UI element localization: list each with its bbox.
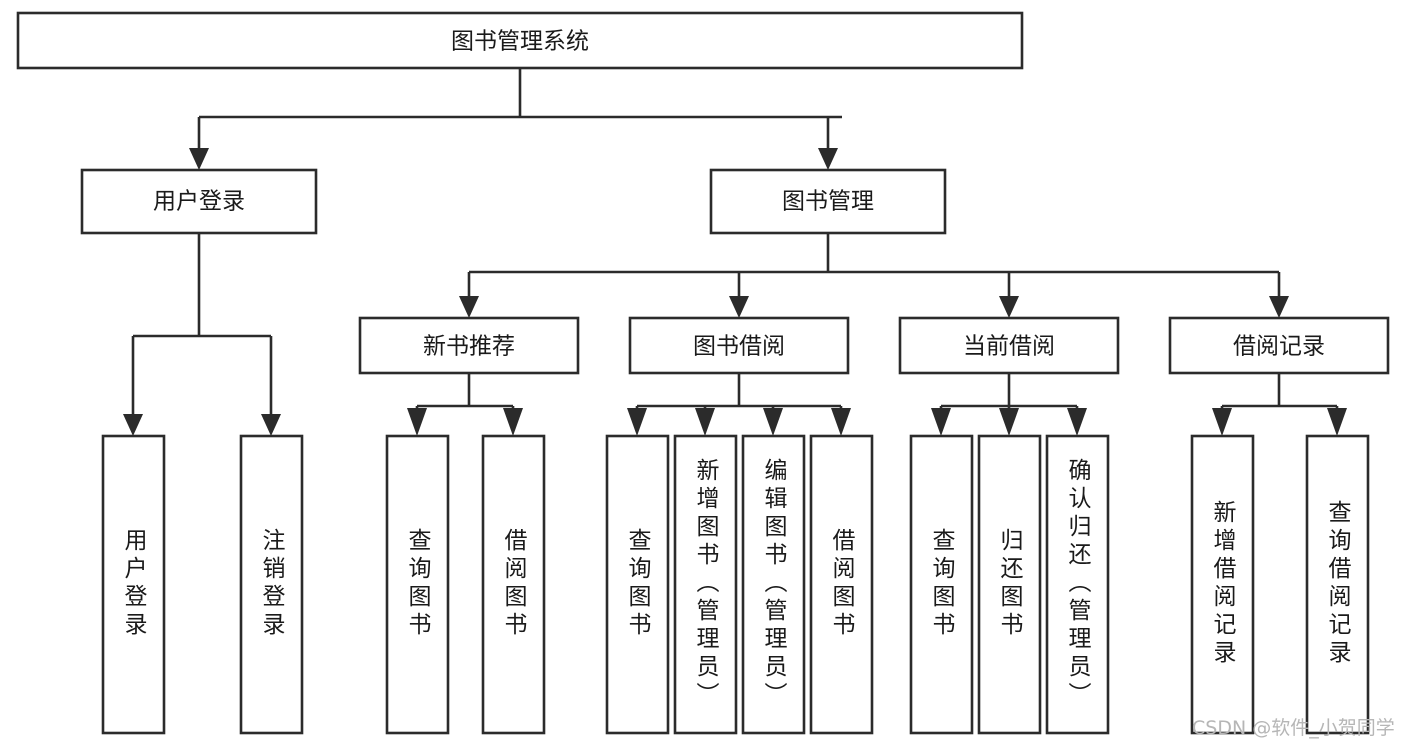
node-leaf3-label: 查询图书 (404, 528, 432, 640)
node-leaf5-box[interactable] (605, 434, 670, 735)
node-leaf1-label: 用户登录 (120, 528, 148, 640)
node-records-box[interactable] (1168, 316, 1390, 375)
node-leaf6-label: 新增图书（管理员） (692, 458, 720, 710)
arrowhead-leaf11 (1067, 408, 1087, 436)
node-leaf8-label: 借阅图书 (828, 528, 856, 640)
node-newbook-label: 新书推荐 (423, 334, 515, 360)
node-leaf4-box[interactable] (481, 434, 546, 735)
arrowhead-leaf12 (1212, 408, 1232, 436)
node-leaf2-box[interactable] (239, 434, 304, 735)
node-current-label: 当前借阅 (963, 334, 1055, 360)
node-borrow[interactable]: 图书借阅 (628, 316, 850, 375)
node-current-box[interactable] (898, 316, 1120, 375)
node-leaf3-box[interactable] (385, 434, 450, 735)
node-leaf10[interactable]: 归还图书 (977, 434, 1042, 735)
node-leaf11[interactable]: 确认归还（管理员） (1045, 434, 1110, 735)
connector-layer (123, 68, 1347, 436)
node-leaf10-label: 归还图书 (996, 528, 1024, 640)
arrowhead-to-bookmgmt (818, 148, 838, 170)
arrowhead-to-login (189, 148, 209, 170)
node-leaf12-label: 新增借阅记录 (1209, 500, 1237, 668)
node-leaf13[interactable]: 查询借阅记录 (1305, 434, 1370, 735)
node-leaf11-label: 确认归还（管理员） (1064, 458, 1092, 710)
node-bookmgmt-box[interactable] (709, 168, 947, 235)
node-root-box[interactable] (16, 11, 1024, 70)
node-borrow-box[interactable] (628, 316, 850, 375)
node-leaf9[interactable]: 查询图书 (909, 434, 974, 735)
node-bookmgmt-label: 图书管理 (782, 189, 874, 215)
node-leaf3[interactable]: 查询图书 (385, 434, 450, 735)
arrowhead-leaf10 (999, 408, 1019, 436)
arrowhead-leaf9 (931, 408, 951, 436)
node-login-box[interactable] (80, 168, 318, 235)
node-leaf13-box[interactable] (1305, 434, 1370, 735)
node-leaf7-label: 编辑图书（管理员） (760, 458, 788, 710)
node-login[interactable]: 用户登录 (80, 168, 318, 235)
node-borrow-label: 图书借阅 (693, 334, 785, 360)
arrowhead-records (1269, 296, 1289, 318)
node-leaf5[interactable]: 查询图书 (605, 434, 670, 735)
node-leaf10-box[interactable] (977, 434, 1042, 735)
arrowhead-borrow (729, 296, 749, 318)
arrowhead-leaf6 (695, 408, 715, 436)
node-leaf7-box[interactable] (741, 434, 806, 735)
node-leaf2-label: 注销登录 (258, 528, 286, 640)
arrowhead-leaf7 (763, 408, 783, 436)
node-login-label: 用户登录 (153, 189, 245, 215)
node-leaf12-box[interactable] (1190, 434, 1255, 735)
node-leaf8[interactable]: 借阅图书 (809, 434, 874, 735)
arrowhead-leaf3 (407, 408, 427, 436)
node-leaf6-box[interactable] (673, 434, 738, 735)
node-leaf13-label: 查询借阅记录 (1324, 500, 1352, 668)
node-current[interactable]: 当前借阅 (898, 316, 1120, 375)
node-root[interactable]: 图书管理系统 (16, 11, 1024, 70)
node-newbook[interactable]: 新书推荐 (358, 316, 580, 375)
node-leaf4-label: 借阅图书 (500, 528, 528, 640)
node-leaf12[interactable]: 新增借阅记录 (1190, 434, 1255, 735)
node-leaf9-label: 查询图书 (928, 528, 956, 640)
arrowhead-leaf1 (123, 414, 143, 436)
arrowhead-leaf2 (261, 414, 281, 436)
node-leaf11-box[interactable] (1045, 434, 1110, 735)
node-leaf1-box[interactable] (101, 434, 166, 735)
node-leaf4[interactable]: 借阅图书 (481, 434, 546, 735)
node-root-label: 图书管理系统 (451, 29, 589, 55)
arrowhead-leaf13 (1327, 408, 1347, 436)
arrowhead-leaf4 (503, 408, 523, 436)
node-records-label: 借阅记录 (1233, 334, 1325, 360)
node-bookmgmt[interactable]: 图书管理 (709, 168, 947, 235)
arrowhead-newbook (459, 296, 479, 318)
node-leaf9-box[interactable] (909, 434, 974, 735)
node-leaf8-box[interactable] (809, 434, 874, 735)
node-newbook-box[interactable] (358, 316, 580, 375)
arrowhead-leaf5 (627, 408, 647, 436)
node-leaf1[interactable]: 用户登录 (101, 434, 166, 735)
arrowhead-current (999, 296, 1019, 318)
node-records[interactable]: 借阅记录 (1168, 316, 1390, 375)
node-leaf6[interactable]: 新增图书（管理员） (673, 434, 738, 735)
node-leaf5-label: 查询图书 (624, 528, 652, 640)
node-leaf2[interactable]: 注销登录 (239, 434, 304, 735)
arrowhead-leaf8 (831, 408, 851, 436)
node-leaf7[interactable]: 编辑图书（管理员） (741, 434, 806, 735)
